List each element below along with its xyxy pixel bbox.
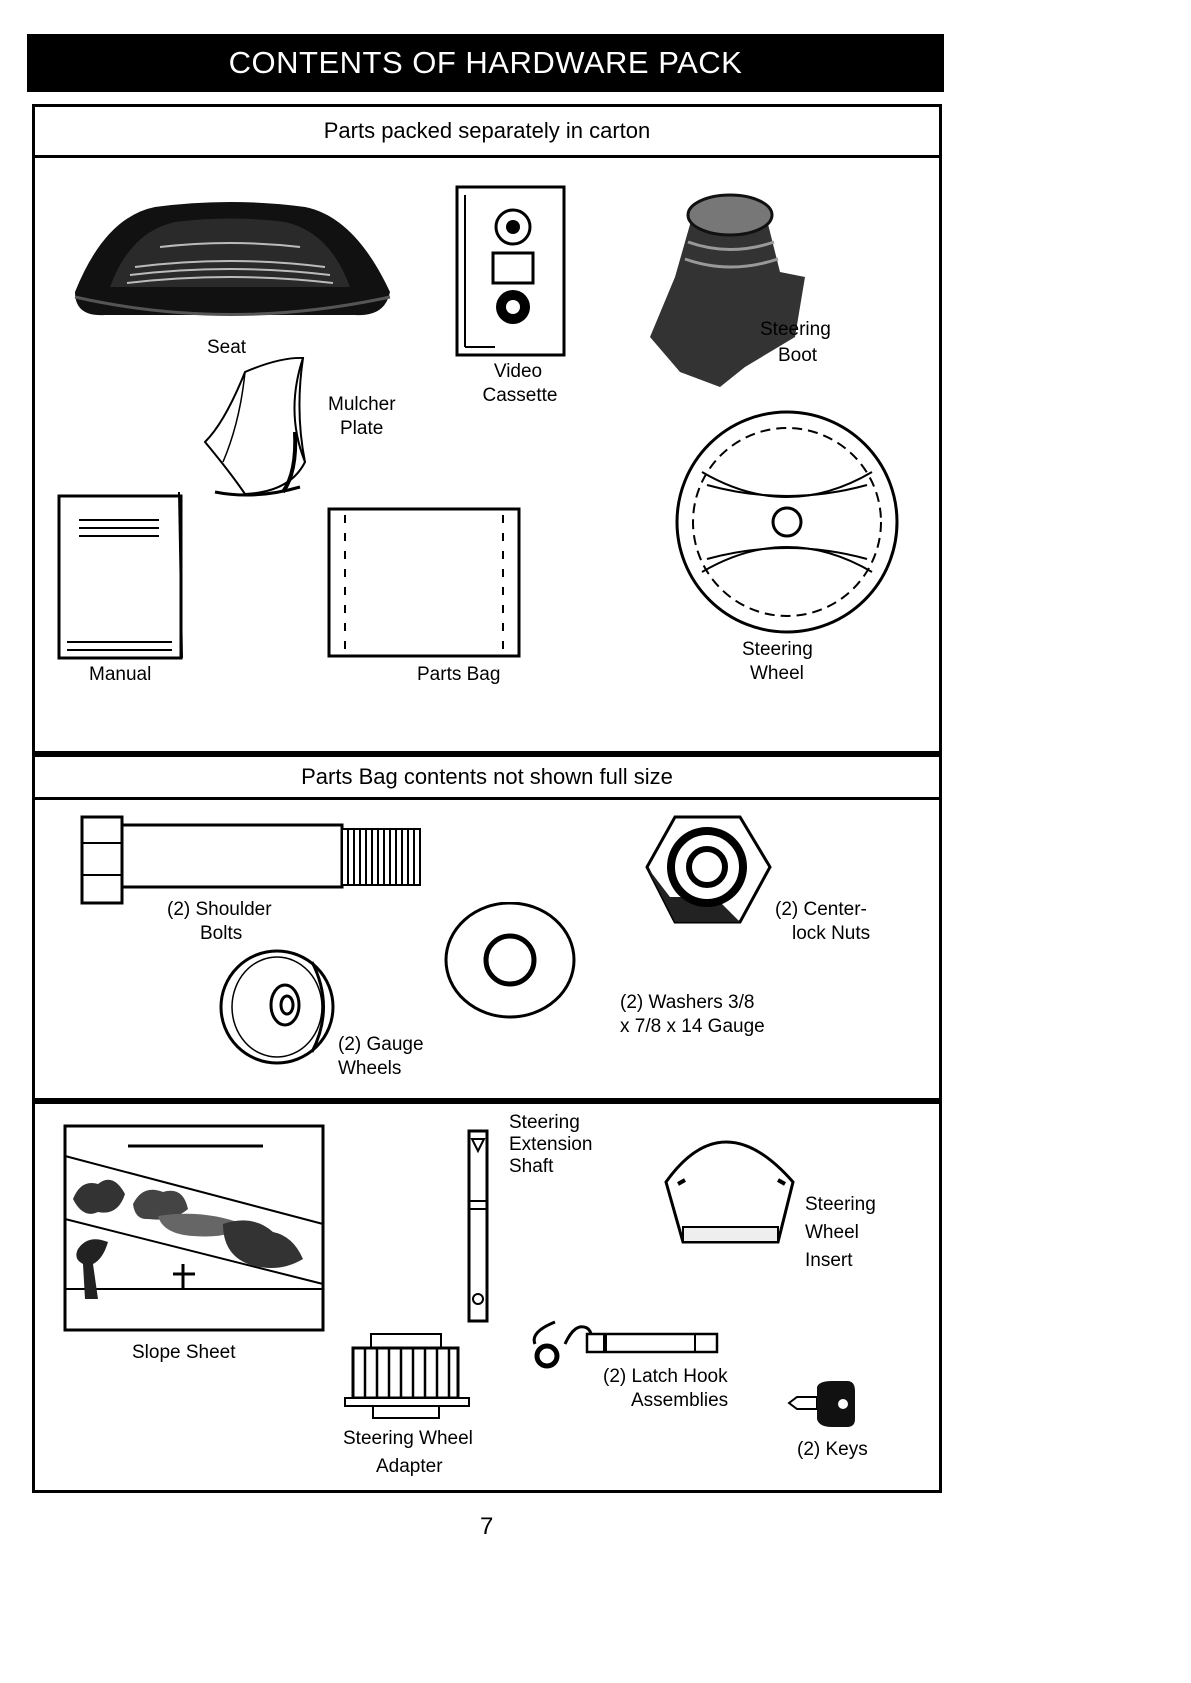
wheel-label-2: Wheel: [750, 663, 804, 684]
carton-parts-section: Parts packed separately in carton Seat V…: [32, 104, 942, 754]
mulcher-plate-illustration: [203, 356, 307, 497]
seat-label: Seat: [207, 337, 247, 358]
gauge-label-1: (2) Gauge: [338, 1034, 424, 1055]
washer-illustration: [444, 902, 576, 1019]
bolts-label-2: Bolts: [200, 923, 243, 944]
manual-label: Manual: [89, 664, 152, 685]
centerlock-nut-illustration: [645, 815, 772, 924]
extension-shaft-illustration: [467, 1129, 489, 1323]
insert-label-3: Insert: [805, 1250, 853, 1271]
adapter-label-2: Adapter: [376, 1456, 443, 1477]
key-illustration: [787, 1381, 855, 1427]
boot-label-1: Steering: [760, 319, 831, 340]
misc-parts-section: Slope Sheet Steering Extension Shaft Ste…: [32, 1101, 942, 1493]
parts-bag-contents-header: Parts Bag contents not shown full size: [35, 757, 939, 800]
slope-sheet-label: Slope Sheet: [132, 1342, 236, 1363]
nuts-label-1: (2) Center-: [775, 899, 867, 920]
latch-hook-illustration: [532, 1320, 719, 1369]
keys-label: (2) Keys: [797, 1439, 868, 1460]
video-label-2: Cassette: [482, 385, 558, 406]
shaft-label-1: Steering: [509, 1112, 580, 1133]
shoulder-bolt-illustration: [80, 815, 421, 905]
page-number: 7: [480, 1513, 494, 1540]
insert-label-2: Wheel: [805, 1222, 859, 1243]
wheel-label-1: Steering: [742, 639, 813, 660]
parts-bag-illustration: [327, 507, 521, 658]
latch-label-2: Assemblies: [631, 1390, 729, 1411]
washers-label-1: (2) Washers 3/8: [620, 992, 755, 1013]
gauge-wheel-illustration: [219, 949, 335, 1065]
latch-label-1: (2) Latch Hook: [603, 1366, 728, 1387]
insert-label-1: Steering: [805, 1194, 876, 1215]
carton-parts-header: Parts packed separately in carton: [35, 107, 939, 158]
video-label-1: Video: [493, 361, 543, 382]
nuts-label-2: lock Nuts: [792, 923, 871, 944]
bolts-label-1: (2) Shoulder: [167, 899, 272, 920]
gauge-label-2: Wheels: [338, 1058, 402, 1079]
wheel-adapter-illustration: [344, 1333, 470, 1419]
shaft-label-3: Shaft: [509, 1156, 554, 1177]
mulcher-label-2: Plate: [340, 418, 384, 439]
wheel-insert-illustration: [664, 1140, 795, 1244]
video-cassette-illustration: [455, 185, 566, 357]
page-banner-title: CONTENTS OF HARDWARE PACK: [27, 34, 944, 92]
seat-illustration: [74, 202, 391, 316]
boot-label-2: Boot: [778, 345, 818, 366]
slope-sheet-illustration: [63, 1124, 325, 1332]
steering-boot-illustration: [650, 193, 805, 387]
parts-bag-label: Parts Bag: [417, 664, 501, 685]
steering-wheel-illustration: [675, 410, 899, 634]
mulcher-label-1: Mulcher: [328, 394, 396, 415]
parts-bag-contents-section: Parts Bag contents not shown full size (…: [32, 754, 942, 1101]
manual-illustration: [57, 492, 183, 660]
shaft-label-2: Extension: [509, 1134, 593, 1155]
adapter-label-1: Steering Wheel: [343, 1428, 473, 1449]
washers-label-2: x 7/8 x 14 Gauge: [620, 1016, 765, 1037]
